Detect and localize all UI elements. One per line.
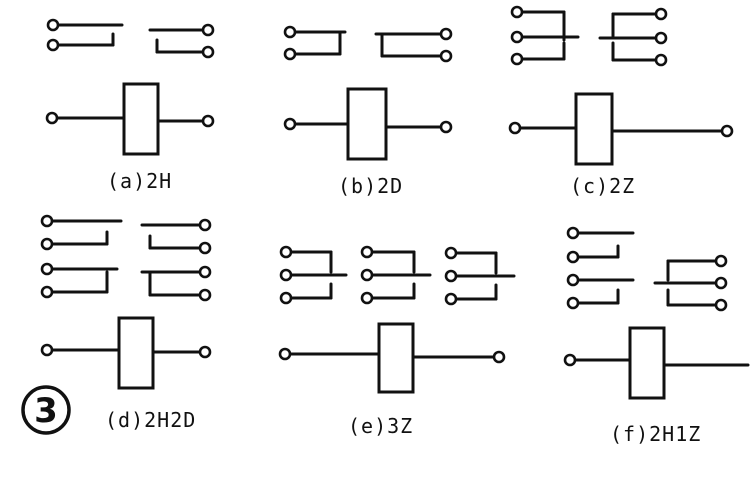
coil-f <box>563 326 750 400</box>
panel-c-2z: (c)2Z <box>508 5 734 198</box>
contact-d-right <box>140 218 212 302</box>
caption-b: (b)2D <box>338 174 403 198</box>
caption-d: (d)2H2D <box>105 408 196 432</box>
coil-a <box>45 82 215 156</box>
caption-e: (e)3Z <box>348 414 413 438</box>
figure-number: 3 <box>34 391 58 431</box>
caption-c: (c)2Z <box>570 174 635 198</box>
coil-d <box>40 316 212 390</box>
contact-b-left <box>283 25 347 61</box>
coil-c <box>508 92 734 166</box>
coil-e <box>278 322 506 394</box>
contact-e-2 <box>360 245 432 305</box>
caption-a: (a)2H <box>107 169 172 193</box>
figure-number-badge: 3 <box>21 385 71 435</box>
panel-d-2h2d: (d)2H2D <box>40 214 212 432</box>
contact-a-right <box>148 23 215 59</box>
panel-f-2h1z: (f)2H1Z <box>563 226 750 446</box>
panel-a-2h: (a)2H <box>45 18 215 193</box>
caption-f: (f)2H1Z <box>610 422 701 446</box>
panel-b-2d: (b)2D <box>283 25 453 198</box>
contact-d-left <box>40 214 123 299</box>
contact-b-right <box>374 27 453 63</box>
contact-f-right <box>653 254 728 312</box>
contact-c-right <box>598 7 668 67</box>
panel-e-3z: (e)3Z <box>278 245 516 438</box>
coil-b <box>283 87 453 161</box>
contact-f-left <box>566 226 635 310</box>
contact-e-3 <box>444 246 516 306</box>
contact-a-left <box>46 18 124 52</box>
contact-c-left <box>510 5 580 66</box>
contact-e-1 <box>279 245 348 305</box>
